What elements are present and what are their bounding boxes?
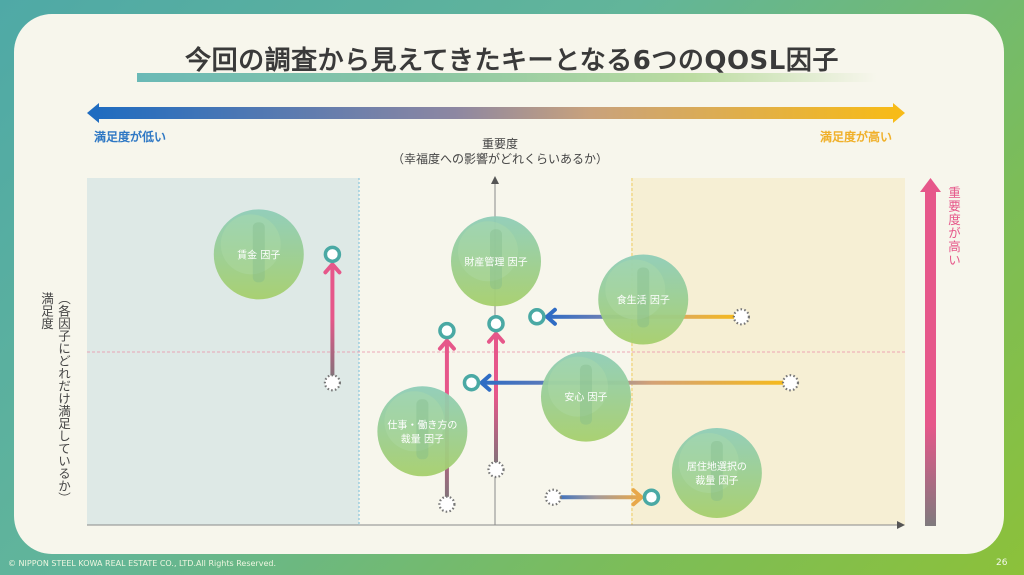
factor-bubble-circle	[213, 209, 304, 300]
arrow-head-icon	[631, 488, 644, 507]
factor-bubble-circle	[598, 254, 689, 345]
factor-bubble-circle	[377, 386, 468, 477]
bubble-illustration-shape	[384, 391, 445, 452]
factor-bubble-circle	[451, 216, 541, 307]
start-point-marker	[438, 495, 456, 513]
person-illustration-icon	[252, 222, 265, 283]
bubble-illustration-shape	[458, 221, 518, 282]
start-point-marker	[323, 374, 341, 392]
satisfaction-axis-title: 満足度	[39, 292, 54, 330]
bubble-illustration-shape	[220, 214, 281, 275]
copyright-text: © NIPPON STEEL KOWA REAL ESTATE CO., LTD…	[8, 559, 276, 568]
factor-arrow-shaft	[494, 335, 498, 470]
factor-label: 居住地選択の	[687, 460, 747, 473]
importance-axis-title: 重要度	[481, 137, 518, 151]
start-point-marker	[487, 460, 505, 479]
end-point-marker	[462, 373, 481, 392]
arrow-head-icon	[479, 373, 492, 392]
start-point-marker	[781, 374, 800, 392]
arrow-head-icon	[487, 331, 505, 344]
high-satisfaction-label: 満足度が高い	[820, 130, 893, 144]
factor-bubble-circle	[540, 351, 631, 442]
factor-bubble: 賃金 因子	[213, 209, 304, 300]
satisfaction-scale-arrow	[87, 103, 905, 123]
person-illustration-icon	[490, 229, 502, 290]
factor-arrow-shaft	[483, 380, 791, 385]
satisfaction-axis-label: （各因子にどれだけ満足しているか） 満足度	[38, 292, 72, 505]
satisfaction-axis-subtitle: （各因子にどれだけ満足しているか）	[56, 292, 71, 505]
factor-label: 仕事・働き方の	[387, 418, 457, 431]
start-point-marker	[544, 488, 562, 506]
start-point-marker	[732, 308, 751, 326]
factor-bubble: 食生活 因子	[598, 254, 689, 345]
factor-arrow-shaft	[330, 266, 335, 383]
end-point-marker	[528, 308, 546, 326]
end-point-marker	[642, 488, 661, 506]
end-point-marker	[323, 245, 342, 264]
person-illustration-icon	[637, 267, 650, 328]
arrow-right-head-icon	[893, 103, 905, 123]
person-illustration-icon	[416, 399, 429, 460]
importance-scale-bar	[925, 190, 936, 526]
importance-axis-subtitle: （幸福度への影響がどれくらいあるか）	[391, 152, 608, 166]
bubble-illustration-shape	[678, 432, 739, 493]
factor-label: 財産管理 因子	[464, 255, 527, 268]
factor-bubble: 財産管理 因子	[451, 216, 541, 307]
bubble-illustration-shape	[605, 259, 666, 320]
arrow-head-icon	[437, 338, 456, 351]
low-satisfaction-label: 満足度が低い	[94, 130, 167, 144]
satisfaction-scale-bar	[95, 107, 895, 119]
arrow-head-icon	[323, 262, 342, 275]
page-number: 26	[996, 558, 1008, 568]
arrow-left-head-icon	[87, 103, 99, 123]
importance-scale-arrow	[920, 178, 941, 526]
factor-label: 安心 因子	[564, 391, 607, 404]
factor-label: 食生活 因子	[617, 293, 670, 306]
slide-title: 今回の調査から見えてきたキーとなる6つのQOSL因子	[185, 46, 839, 76]
arrow-up-head-icon	[920, 178, 941, 192]
importance-axis-label: 重要度 （幸福度への影響がどれくらいあるか）	[360, 137, 640, 167]
factor-label: 裁量 因子	[695, 474, 738, 487]
person-illustration-icon	[579, 364, 592, 425]
marker-layer	[323, 245, 800, 513]
factor-label: 裁量 因子	[401, 432, 444, 445]
end-point-marker	[438, 321, 456, 340]
axis-right-arrow-icon	[897, 521, 905, 529]
factor-arrow-shaft	[553, 495, 640, 500]
axis-up-arrow-icon	[491, 176, 499, 184]
person-illustration-icon	[710, 440, 723, 501]
high-importance-label: 重要度が高い	[946, 186, 961, 267]
factor-bubble-circle	[671, 427, 762, 518]
title-underline	[137, 73, 877, 82]
arrow-head-icon	[544, 307, 557, 326]
factor-label: 賃金 因子	[237, 248, 280, 261]
bubble-illustration-shape	[547, 356, 608, 417]
factor-bubble: 安心 因子	[540, 351, 631, 442]
end-point-marker	[487, 314, 505, 333]
